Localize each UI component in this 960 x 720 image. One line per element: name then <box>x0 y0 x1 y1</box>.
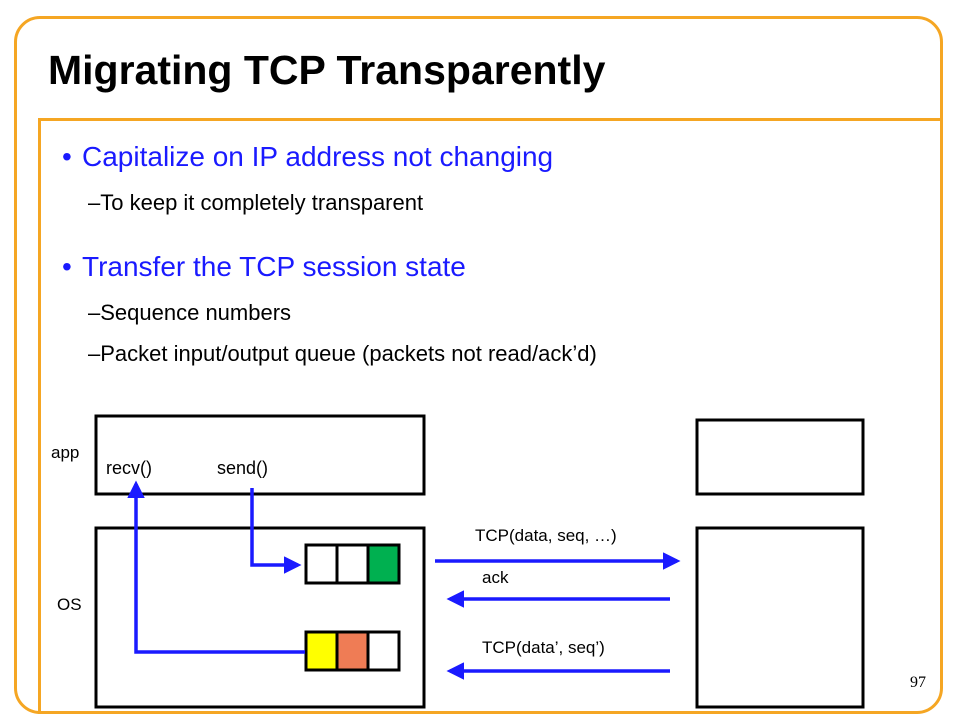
bullet-dot: • <box>62 141 72 172</box>
app-box <box>94 414 426 496</box>
send-path-arrow <box>250 488 302 574</box>
app-label: app <box>51 443 79 462</box>
bullet-2: • Transfer the TCP session state <box>62 253 466 281</box>
recv-queue-cell-3 <box>366 630 401 672</box>
send-queue <box>304 543 401 585</box>
page-number: 97 <box>910 674 926 691</box>
bullet-dot: • <box>62 251 72 282</box>
title-divider <box>40 118 942 121</box>
os-label: OS <box>57 595 82 614</box>
send-queue-cell-3 <box>366 543 401 585</box>
message-label-ack: ack <box>482 568 509 587</box>
recv-label: recv() <box>106 458 152 478</box>
sub-bullet-2-2: –Packet input/output queue (packets not … <box>88 341 597 366</box>
bullet-2-text: Transfer the TCP session state <box>82 251 466 282</box>
send-queue-cell-1 <box>304 543 339 585</box>
bullet-1-text: Capitalize on IP address not changing <box>82 141 554 172</box>
remote-os-box <box>695 526 865 709</box>
recv-queue <box>304 630 401 672</box>
sub-bullet-1-1-text: To keep it completely transparent <box>100 190 424 215</box>
send-queue-cell-2 <box>335 543 370 585</box>
sub-bullet-2-2-text: Packet input/output queue (packets not r… <box>100 341 597 366</box>
recv-queue-cell-2 <box>335 630 370 672</box>
message-label-data: TCP(data, seq, …) <box>475 526 617 545</box>
sub-bullet-2-1: –Sequence numbers <box>88 300 292 325</box>
slide-frame <box>14 16 943 714</box>
send-label: send() <box>217 458 268 478</box>
bullet-1: • Capitalize on IP address not changing <box>62 143 553 171</box>
sub-bullet-2-1-text: Sequence numbers <box>100 300 292 325</box>
slide-title: Migrating TCP Transparently <box>48 47 606 93</box>
recv-path-arrow <box>127 480 305 654</box>
sub-bullet-1-1: –To keep it completely transparent <box>88 190 424 215</box>
recv-queue-cell-1 <box>304 630 339 672</box>
left-divider <box>38 118 41 714</box>
remote-app-box <box>695 418 865 496</box>
message-label-data-prime: TCP(data’, seq’) <box>482 638 605 657</box>
